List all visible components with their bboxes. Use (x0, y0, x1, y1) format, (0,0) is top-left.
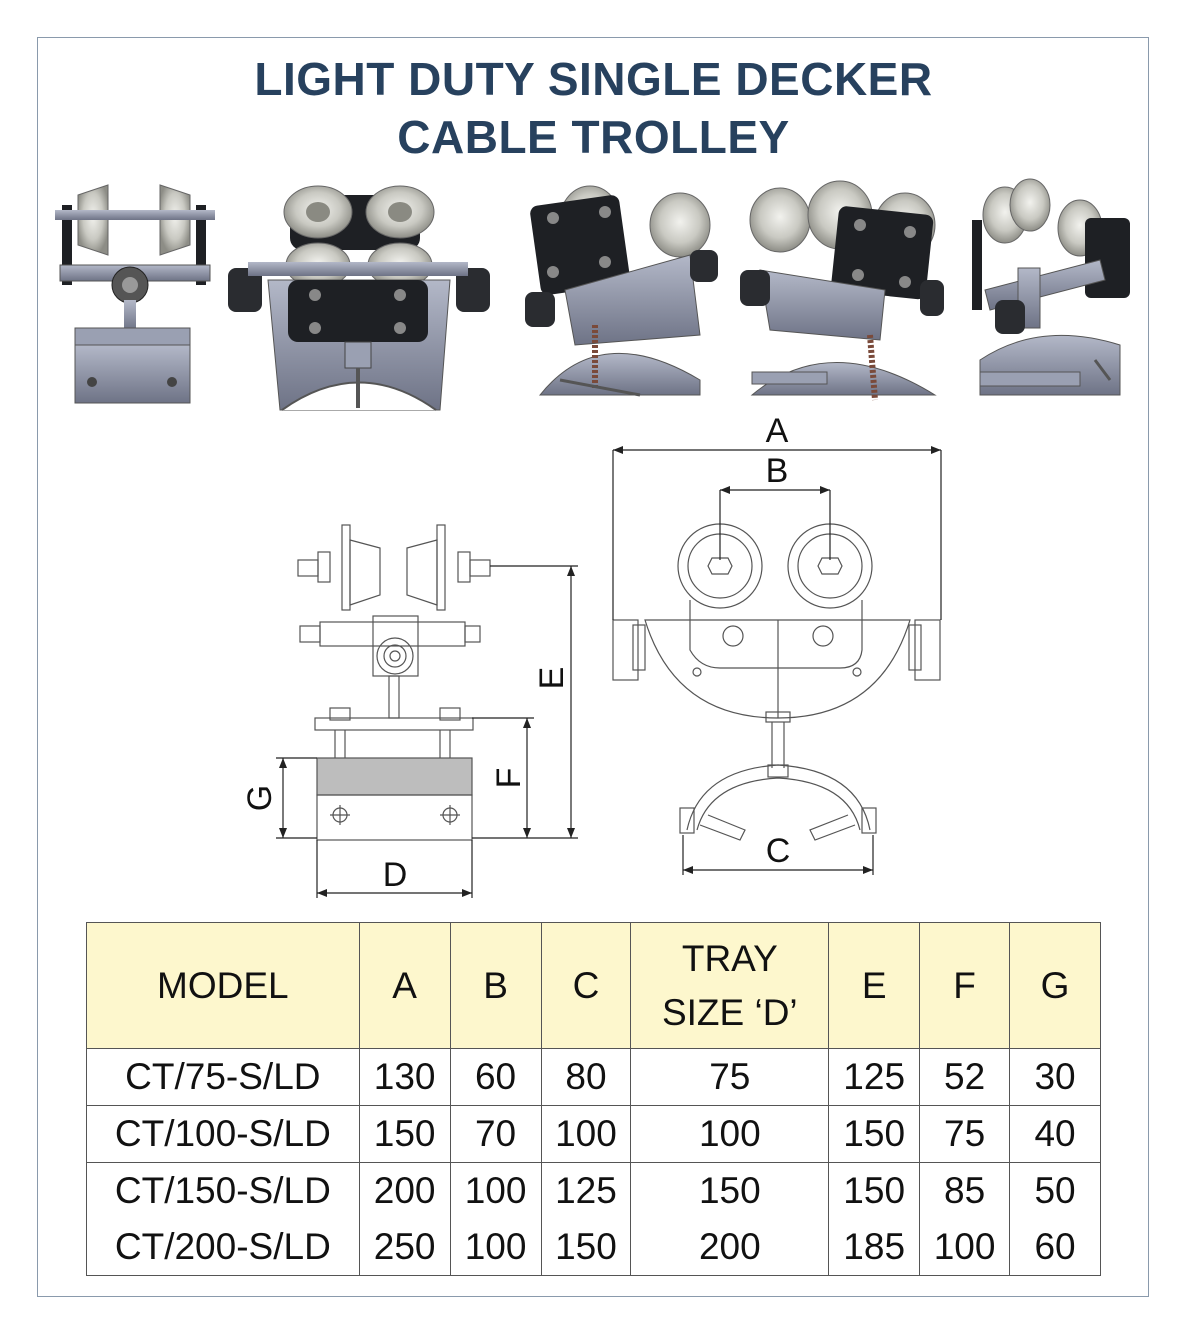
cell-b: 60 (449, 1048, 542, 1106)
cell-g: 50 (1009, 1162, 1101, 1219)
dim-label-e: E (533, 667, 571, 690)
page-frame (37, 37, 1149, 1297)
render-front-view (228, 185, 490, 411)
header-e: E (828, 922, 921, 1049)
header-g: G (1009, 922, 1101, 1049)
cell-g: 30 (1009, 1048, 1101, 1106)
cell-b: 100 (449, 1162, 542, 1219)
cell-tray-size: 75 (630, 1048, 830, 1106)
cell-a: 200 (358, 1162, 451, 1219)
dim-label-c: C (766, 832, 791, 870)
render-side-view (55, 184, 215, 404)
front-view-drawing (612, 523, 941, 841)
header-a: A (358, 922, 451, 1049)
cell-e: 150 (828, 1162, 921, 1219)
side-view-drawing (297, 524, 491, 841)
table-row: CT/75-S/LD 130 60 80 75 125 52 30 (86, 1048, 1101, 1106)
cell-b: 100 (449, 1219, 542, 1276)
render-iso-right (740, 180, 944, 401)
header-c: C (540, 922, 632, 1049)
cell-e: 185 (828, 1219, 921, 1276)
cell-f: 75 (919, 1105, 1011, 1163)
dim-label-d: D (383, 856, 408, 894)
page-title-line1: LIGHT DUTY SINGLE DECKER (254, 53, 933, 105)
cell-e: 150 (828, 1105, 921, 1163)
dim-label-g: G (241, 785, 279, 811)
spec-table: MODEL A B C TRAY SIZE ‘D’ E F G CT/75-S/… (86, 922, 1101, 1276)
cell-model: CT/100-S/LD (86, 1105, 360, 1163)
cell-c: 80 (540, 1048, 632, 1106)
cell-c: 100 (540, 1105, 632, 1163)
cell-tray-size: 200 (630, 1219, 830, 1276)
cell-tray-size: 150 (630, 1162, 830, 1219)
dim-label-b: B (766, 452, 789, 490)
header-tray-line1: TRAY (681, 937, 778, 979)
cell-model: CT/75-S/LD (86, 1048, 360, 1106)
cell-g: 40 (1009, 1105, 1101, 1163)
product-renders (55, 178, 1130, 411)
dim-label-a: A (766, 412, 789, 450)
table-row: CT/100-S/LD 150 70 100 100 150 75 40 (86, 1105, 1101, 1163)
cell-a: 130 (358, 1048, 451, 1106)
cell-a: 250 (358, 1219, 451, 1276)
table-header-row: MODEL A B C TRAY SIZE ‘D’ E F G (86, 922, 1101, 1049)
page-title-line2: CABLE TROLLEY (397, 111, 790, 163)
cell-model: CT/200-S/LD (86, 1219, 360, 1276)
cell-a: 150 (358, 1105, 451, 1163)
dimension-lines (276, 449, 942, 898)
header-tray-line2: SIZE ‘D’ (661, 991, 798, 1033)
cell-e: 125 (828, 1048, 921, 1106)
table-row: CT/200-S/LD 250 100 150 200 185 100 60 (86, 1219, 1101, 1276)
cell-c: 125 (540, 1162, 632, 1219)
cell-c: 150 (540, 1219, 632, 1276)
cell-model: CT/150-S/LD (86, 1162, 360, 1219)
cell-b: 70 (449, 1105, 542, 1163)
table-row: CT/150-S/LD 200 100 125 150 150 85 50 (86, 1162, 1101, 1219)
dimension-drawing: A B C D E F G (241, 412, 942, 898)
cell-f: 85 (919, 1162, 1011, 1219)
cell-tray-size: 100 (630, 1105, 830, 1163)
render-iso-left (525, 185, 718, 397)
dim-label-f: F (490, 768, 528, 789)
header-b: B (449, 922, 542, 1049)
dimension-arrows (279, 446, 941, 897)
cell-f: 100 (919, 1219, 1011, 1276)
render-iso-back (972, 178, 1130, 396)
header-model: MODEL (86, 922, 360, 1049)
header-tray-size: TRAY SIZE ‘D’ (630, 922, 830, 1049)
cell-g: 60 (1009, 1219, 1101, 1276)
cell-f: 52 (919, 1048, 1011, 1106)
header-f: F (919, 922, 1011, 1049)
